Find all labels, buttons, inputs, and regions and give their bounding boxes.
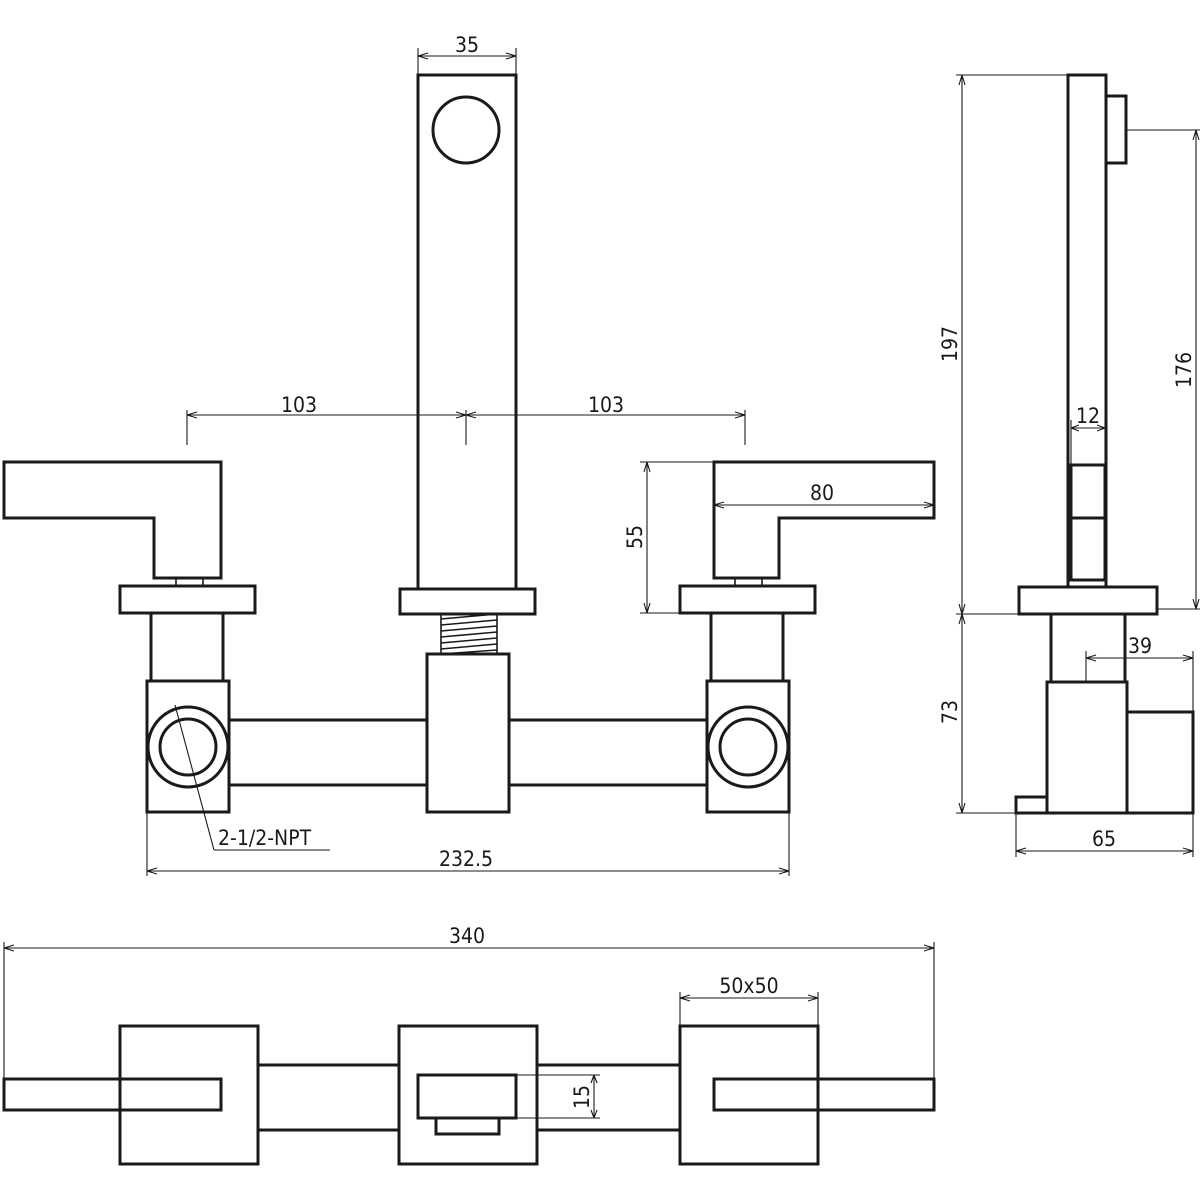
side-spout-outlet: [1104, 94, 1128, 165]
dim-side-spout-height-label: 176: [1172, 352, 1196, 388]
side-escutcheon: [1017, 585, 1159, 616]
front-right-handle-lever: [712, 460, 936, 580]
front-left-inlet-outer: [146, 705, 230, 789]
dim-spout-width: [417, 48, 517, 75]
top-left-plate: [118, 1024, 260, 1166]
dim-side-total-height: [956, 74, 1068, 615]
dim-handle-length-label: 80: [810, 481, 834, 505]
dim-right-spacing-label: 103: [588, 393, 624, 417]
dim-handle-height: [640, 461, 714, 614]
side-valve-body: [1049, 612, 1127, 684]
front-spout-valve-block: [425, 652, 511, 814]
thread-lines: [440, 613, 498, 655]
dim-top-outlet-size-label: 15: [570, 1085, 594, 1109]
side-handle-lower: [1069, 516, 1107, 582]
top-connecting-pipes: [258, 1063, 680, 1132]
dim-side-depth: [1015, 813, 1194, 857]
side-spout: [1066, 73, 1108, 589]
dim-top-outlet-size: [516, 1074, 600, 1119]
dim-left-spacing-label: 103: [281, 393, 317, 417]
dim-side-handle-thickness-label: 12: [1076, 404, 1100, 428]
side-mount-plate: [1014, 795, 1049, 815]
front-right-escutcheon: [678, 584, 817, 615]
dim-side-body-height: [956, 613, 1019, 814]
front-view: 35 103 103 55 80 2-1/2-NP: [2, 33, 936, 876]
dim-handle-length: [713, 501, 935, 509]
front-right-inlet-outer: [706, 705, 790, 789]
dim-top-total-width-label: 340: [449, 924, 485, 948]
front-spout: [416, 73, 518, 591]
thread-label: 2-1/2-NPT: [218, 826, 312, 850]
front-left-handle-lever: [2, 460, 223, 580]
dim-side-depth-label: 65: [1092, 827, 1116, 851]
side-handle-upper: [1069, 463, 1107, 520]
front-left-valve-body: [149, 611, 225, 683]
dim-side-body-height-label: 73: [938, 700, 962, 724]
dim-body-width: [146, 812, 790, 876]
front-left-inlet-inner: [158, 717, 218, 777]
dim-handle-spacing: [186, 410, 746, 445]
dim-side-handle-thickness: [1070, 420, 1106, 465]
top-view: 340 50x50 15: [2, 924, 936, 1166]
dim-body-width-label: 232.5: [439, 847, 493, 871]
front-left-escutcheon: [118, 584, 257, 615]
side-inlet: [1125, 710, 1195, 815]
dim-top-plate-size-label: 50x50: [719, 974, 778, 998]
dim-spout-width-label: 35: [455, 33, 479, 57]
top-right-plate: [678, 1024, 820, 1166]
front-right-valve-body: [709, 611, 785, 683]
top-spout-base: [434, 1116, 501, 1136]
dim-side-spout-height: [1126, 129, 1200, 610]
top-left-handle: [2, 1077, 223, 1112]
dim-top-plate-size: [679, 992, 819, 1026]
dim-top-total-width: [3, 942, 935, 1079]
front-right-inlet-inner: [718, 717, 778, 777]
front-connecting-pipes: [228, 718, 707, 787]
side-view: 197 176 12 73: [938, 73, 1200, 857]
dim-handle-height-label: 55: [623, 525, 647, 549]
spout-outlet-circle: [431, 95, 501, 165]
thread-leader: [174, 704, 330, 851]
dim-side-spout-reach: [1085, 651, 1194, 712]
top-right-handle: [712, 1077, 936, 1112]
side-valve-block: [1045, 680, 1129, 815]
dim-side-total-height-label: 197: [938, 326, 962, 362]
top-spout-outlet: [416, 1073, 518, 1120]
dim-side-spout-reach-label: 39: [1128, 634, 1152, 658]
top-center-plate: [397, 1024, 539, 1166]
front-spout-escutcheon: [398, 587, 537, 616]
